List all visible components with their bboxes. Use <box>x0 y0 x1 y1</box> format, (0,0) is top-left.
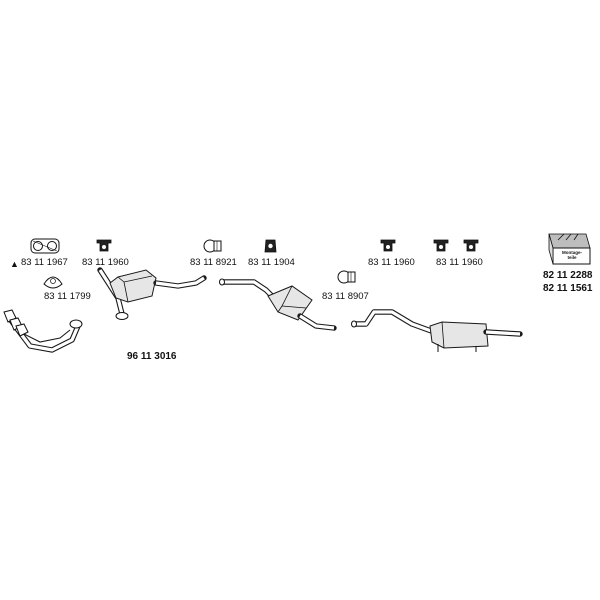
rubber-hanger-icon-4a <box>433 239 449 252</box>
front-gasket-icon <box>30 238 60 254</box>
part-number-clamp-2: 83 11 8907 <box>322 291 369 302</box>
warning-triangle-icon: ▲ <box>10 259 19 269</box>
part-number-hanger-4: 83 11 1960 <box>436 257 483 268</box>
pipe-clamp-icon-2 <box>337 270 356 284</box>
part-number-ring-gasket: 83 11 1799 <box>44 291 91 302</box>
part-number-kit-2: 82 11 1561 <box>543 283 593 294</box>
rubber-hanger-icon-4b <box>463 239 479 252</box>
part-number-kit-1: 82 11 2288 <box>543 270 593 281</box>
part-number-hanger-2: 83 11 1904 <box>248 257 295 268</box>
part-number-clamp-1: 83 11 8921 <box>190 257 237 268</box>
part-number-hanger-1: 83 11 1960 <box>82 257 129 268</box>
mounting-kit-box-label: Montage- teile <box>562 250 582 260</box>
front-downpipe <box>3 309 83 353</box>
rubber-hanger-icon-3 <box>380 239 396 252</box>
pipe-clamp-icon-1 <box>203 239 222 253</box>
rubber-hanger-icon-2 <box>264 239 277 253</box>
rubber-hanger-icon-1 <box>96 239 112 252</box>
part-number-catalyst: 96 11 3016 <box>127 351 177 362</box>
catalytic-converter <box>97 267 207 320</box>
part-number-gasket-front: 83 11 1967 <box>21 257 68 268</box>
mounting-kit-box-icon <box>548 233 591 265</box>
ring-gasket-icon <box>43 276 63 289</box>
middle-silencer <box>219 278 337 331</box>
rear-silencer <box>351 309 523 352</box>
part-number-hanger-3: 83 11 1960 <box>368 257 415 268</box>
